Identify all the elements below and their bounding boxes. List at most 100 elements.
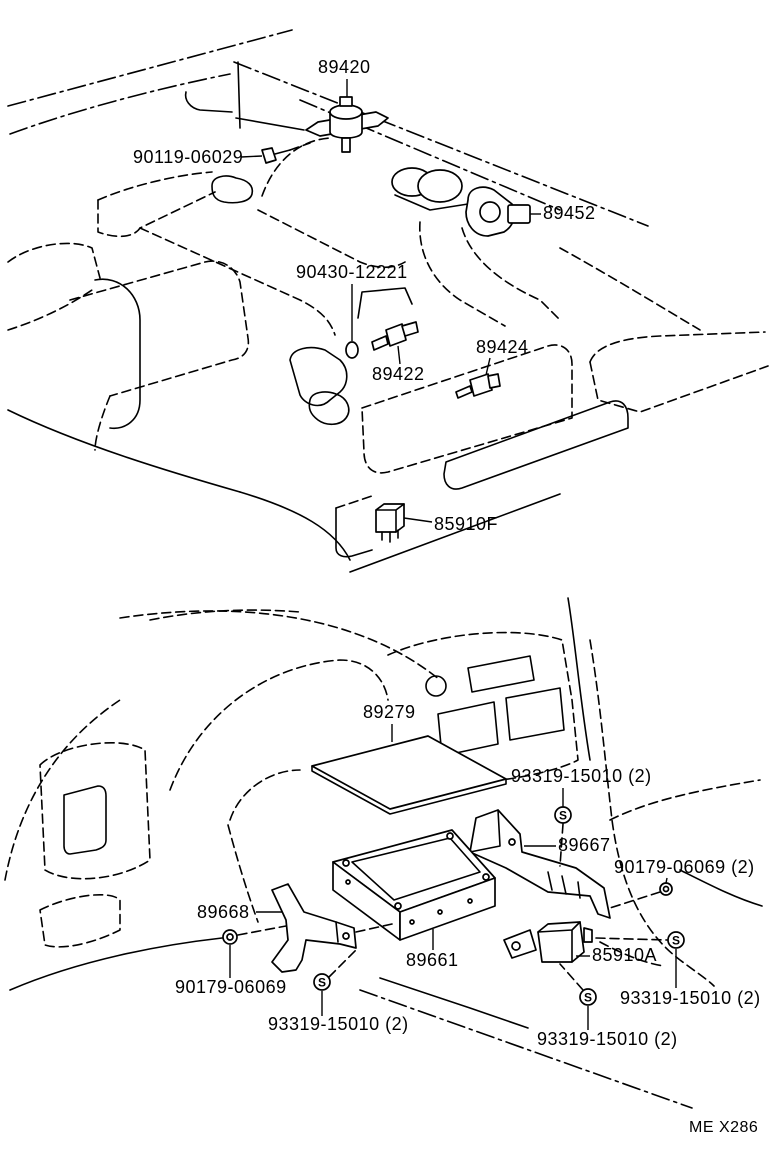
- sensor-plug: [487, 373, 501, 389]
- install-line-bracket-ecu: [355, 923, 393, 933]
- relay-85910F: [375, 503, 405, 543]
- sensor-plug: [401, 321, 419, 337]
- intake-hose-left: [419, 221, 506, 327]
- label-90119-06029: 90119-06029: [133, 147, 243, 167]
- stud-symbol-right: S: [667, 931, 685, 949]
- sensor-89424: [455, 373, 501, 399]
- label-85910F: 85910F: [434, 514, 498, 534]
- nut-inner: [226, 933, 234, 941]
- tps-rotor: [479, 201, 501, 223]
- temp-sensor-89422: [371, 321, 419, 351]
- leader-85910F: [403, 517, 433, 523]
- hood-edge-line: [233, 61, 649, 227]
- kick-panel: [39, 894, 121, 948]
- leader-89422: [397, 345, 401, 365]
- ecu-cover-89279: [311, 735, 507, 815]
- ecu-side-hole: [409, 919, 415, 925]
- fender-left-upper: [7, 289, 93, 331]
- column-line: [227, 824, 259, 923]
- nut-90179-06069-right: [659, 882, 673, 896]
- upper-leader-lines: [240, 79, 541, 523]
- label-93319-15010-bottom-mid: 93319-15010 (2): [537, 1029, 678, 1049]
- valve-cover-outline: [97, 191, 216, 238]
- relay-tab-hole: [511, 941, 521, 951]
- label-93319-15010-right: 93319-15010 (2): [620, 988, 761, 1008]
- left-vent-area: [39, 742, 151, 880]
- ecu-screw: [482, 873, 490, 881]
- relay-box-top: [335, 495, 373, 509]
- label-89279: 89279: [363, 702, 416, 722]
- cowl-panel: [184, 91, 233, 113]
- stud-letter: S: [584, 991, 592, 1005]
- diagram-reference-code: ME X286: [689, 1119, 758, 1136]
- nut-90179-06069-left: [222, 929, 238, 945]
- bracket-fold: [469, 809, 501, 853]
- leader-89424: [485, 357, 491, 376]
- sensor-tip: [455, 385, 473, 399]
- ecu-side-hole: [437, 909, 443, 915]
- install-line-stud-top: [559, 823, 564, 867]
- vacuum-sensor-89420: [305, 96, 389, 153]
- hose-bracket: [357, 287, 413, 319]
- a-pillar-left: [4, 699, 121, 881]
- label-89661: 89661: [406, 950, 459, 970]
- bracket-ribs: [547, 871, 581, 899]
- sensor-connector: [339, 96, 353, 107]
- relay-body: [375, 503, 405, 533]
- console-knob: [425, 675, 447, 697]
- throttle-body-lobe-right: [417, 169, 463, 203]
- gasket-90430-12221: [345, 341, 359, 359]
- label-93319-15010-bottom-left: 93319-15010 (2): [268, 1014, 409, 1034]
- headlamp-right-bottom: [589, 361, 769, 413]
- relay-pins: [381, 529, 399, 543]
- door-edge-right: [567, 597, 591, 761]
- battery-tray-edge: [349, 493, 561, 573]
- console-vent-right: [505, 687, 565, 741]
- hood-line-inner: [9, 73, 231, 135]
- console-display: [467, 655, 535, 693]
- floor-line-right: [599, 941, 665, 967]
- label-90430-12221: 90430-12221: [296, 262, 408, 282]
- hose-cut-end-lower: [308, 391, 350, 426]
- install-line-nut-right: [609, 891, 661, 909]
- steering-arch: [169, 659, 389, 791]
- screw-install-line: [289, 142, 311, 151]
- fuse-box-outline: [69, 260, 250, 397]
- engine-side-line: [139, 227, 336, 336]
- windshield-top: [119, 610, 441, 681]
- nut-inner: [662, 885, 670, 893]
- install-lines: [237, 823, 668, 991]
- console-vent-left: [437, 701, 499, 757]
- center-console-outline: [387, 631, 579, 781]
- relay-edges: [375, 503, 405, 533]
- stud-symbol-bottom-mid: S: [579, 988, 597, 1006]
- floor-line-solid: [379, 977, 529, 1029]
- ecu-screw: [446, 832, 454, 840]
- screw-90119-06029: [261, 142, 311, 164]
- bracket-hole: [508, 838, 516, 846]
- label-90179-06069-right: 90179-06069 (2): [614, 857, 755, 877]
- engine-ecu-89661: [332, 829, 496, 941]
- label-89422: 89422: [372, 364, 425, 384]
- instrument-hood: [229, 769, 301, 821]
- intake-hose-right: [461, 227, 561, 321]
- ecu-lid: [351, 837, 481, 901]
- oil-cap: [211, 175, 254, 204]
- label-90179-06069-left: 90179-06069: [175, 977, 287, 997]
- label-89424: 89424: [476, 337, 529, 357]
- stud-letter: S: [672, 934, 680, 948]
- throttle-body: [391, 167, 469, 211]
- fender-right: [559, 247, 701, 331]
- bracket-body: [271, 883, 357, 973]
- throttle-position-sensor-89452: [465, 186, 531, 237]
- ecu-front-hole: [345, 879, 351, 885]
- install-line-stud-left: [328, 949, 357, 978]
- ecu-bracket-right-89667: [469, 809, 611, 919]
- sensor-hex: [469, 373, 493, 397]
- sensor-tip: [371, 335, 389, 351]
- cover-edge: [311, 765, 507, 815]
- leader-90119: [240, 155, 263, 158]
- engine-bay-outline: [7, 29, 769, 573]
- fuse-box-front: [94, 278, 141, 429]
- ecu-screw: [342, 859, 350, 867]
